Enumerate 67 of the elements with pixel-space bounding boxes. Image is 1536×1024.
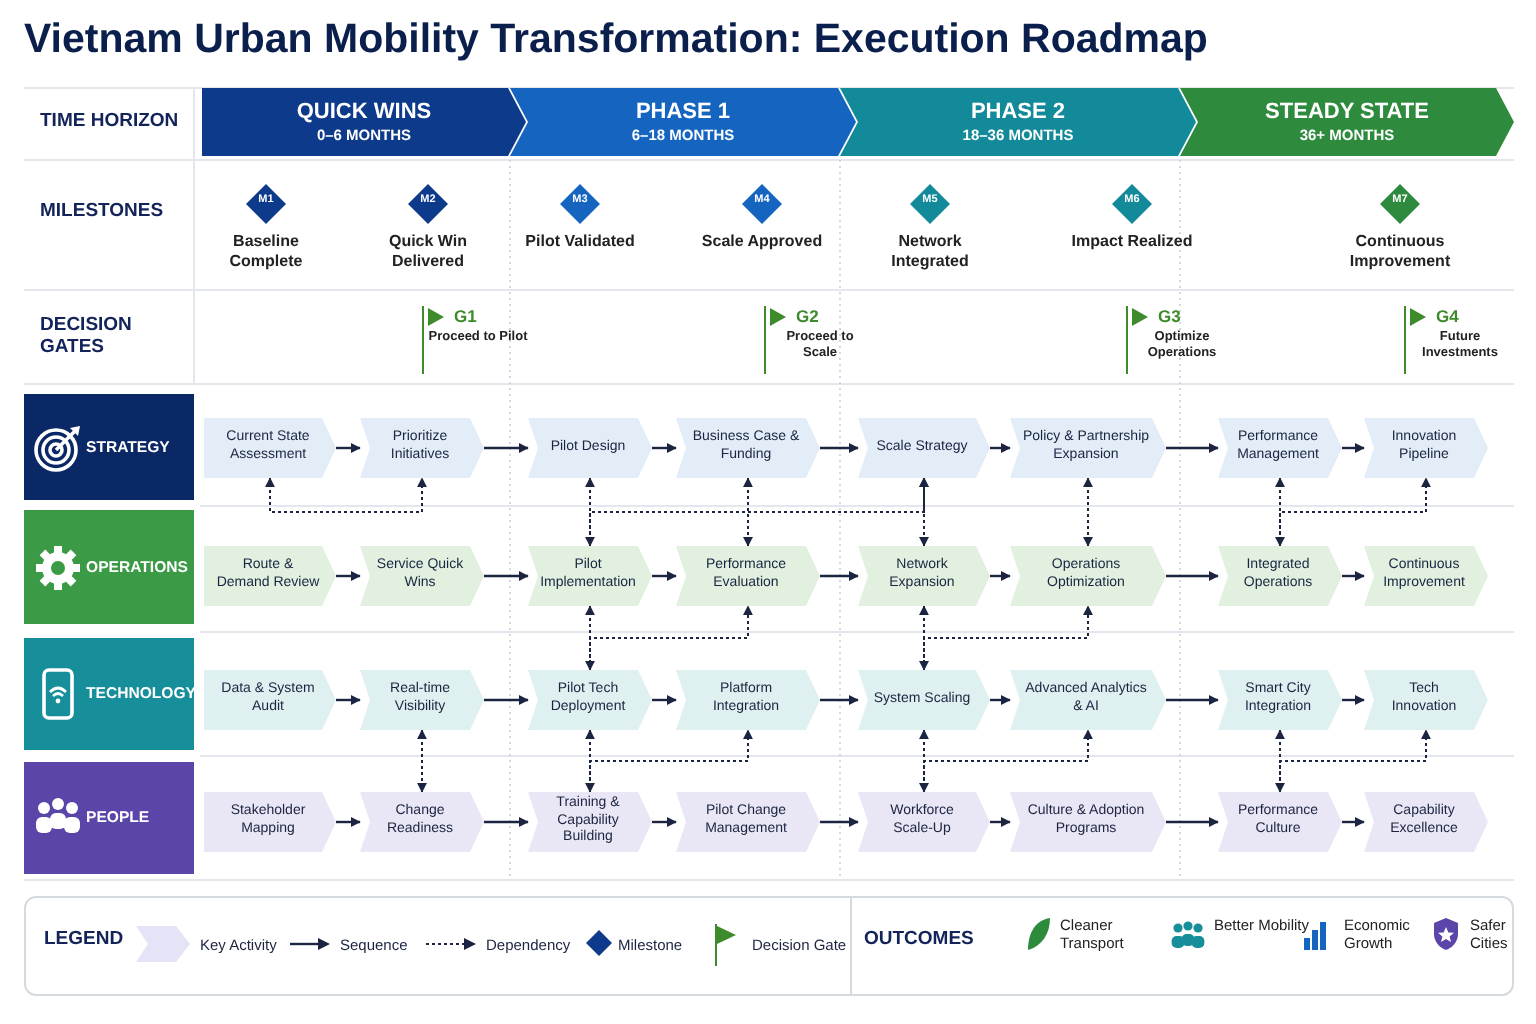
sequence-arrow [652,817,677,827]
milestone-label: Continuous Improvement [1347,232,1453,271]
sequence-arrow [1166,817,1219,827]
sequence-arrow [652,443,677,453]
sequence-arrow [336,817,361,827]
dependency-arrow [1279,477,1431,547]
row-header: TIME HORIZON [40,110,181,133]
sequence-arrow [990,571,1011,581]
lane-header [24,510,194,624]
sequence-arrow [990,695,1011,705]
lane-header [24,762,194,874]
sequence-arrow [1166,571,1219,581]
milestone-label: Impact Realized [1069,232,1195,252]
milestone-label: Baseline Complete [227,232,305,271]
dependency-arrow [265,477,427,513]
sequence-arrow [1166,695,1219,705]
dependency-arrow [919,477,929,547]
dependency-arrow [923,605,1093,671]
sequence-arrow [336,571,361,581]
dependency-arrow [1275,729,1285,793]
sequence-arrow [820,695,859,705]
dependency-arrow [585,729,595,793]
outcomes-title: OUTCOMES [864,928,976,951]
sequence-arrow [652,695,677,705]
sequence-arrow [1342,571,1365,581]
dependency-arrow [417,729,427,793]
milestone-label: Network Integrated [889,232,971,271]
gate-id: G1 [454,306,477,326]
milestone-label: Scale Approved [699,232,825,252]
dependency-arrow [919,605,929,671]
dependency-arrow [589,729,753,793]
dependency-arrow [743,477,753,547]
sequence-arrow [484,443,529,453]
sequence-arrow [820,817,859,827]
sequence-arrow [1342,443,1365,453]
milestone-label: Pilot Validated [523,232,637,252]
dependency-arrow [1275,477,1285,547]
sequence-arrow [484,695,529,705]
sequence-arrow [1342,817,1365,827]
legend-title: LEGEND [44,928,126,951]
sequence-arrow [1342,695,1365,705]
lane-header [24,638,194,750]
sequence-arrow [820,571,859,581]
row-header: MILESTONES [40,200,166,223]
dependency-arrow [585,477,595,547]
dependency-arrow [1083,477,1093,547]
gate-id: G3 [1158,306,1181,326]
sequence-arrow [336,443,361,453]
dependency-arrow [585,605,595,671]
gate-id: G2 [796,306,819,326]
lane-header [24,394,194,500]
sequence-arrow [484,817,529,827]
dependency-arrow [589,605,753,671]
title: Vietnam Urban Mobility Transformation: Execution Roadmap [24,16,1208,64]
dependency-arrow [1279,729,1431,793]
milestone-label: Quick Win Delivered [386,232,470,271]
dependency-arrow [923,729,1093,793]
sequence-arrow [484,571,529,581]
sequence-arrow [990,817,1011,827]
sequence-arrow [336,695,361,705]
dependency-arrow [919,729,929,793]
sequence-arrow [1166,443,1219,453]
sequence-arrow [652,571,677,581]
sequence-arrow [990,443,1011,453]
gate-id: G4 [1436,306,1459,326]
sequence-arrow [820,443,859,453]
row-header: DECISION GATES [40,314,134,360]
